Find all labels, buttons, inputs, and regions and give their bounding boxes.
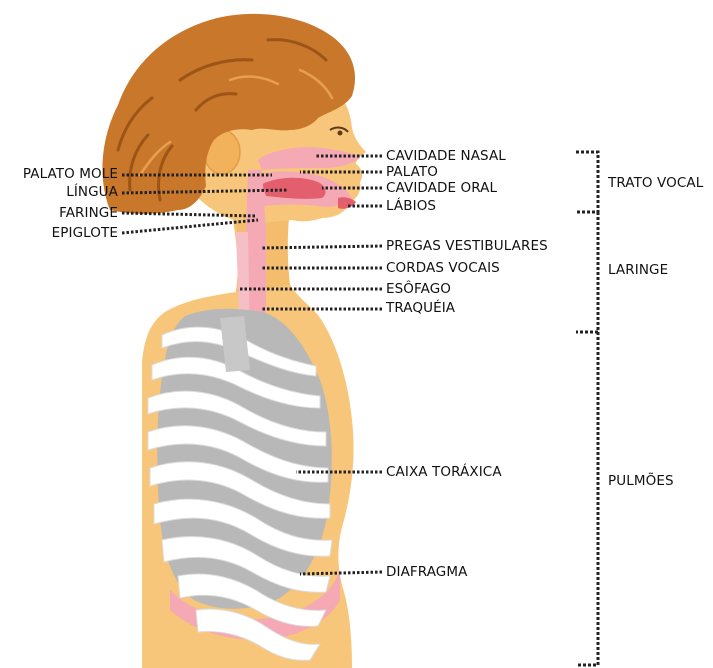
label-cordas-vocais: CORDAS VOCAIS [386,260,500,276]
bracket-pulmoes [576,332,598,665]
region-pulmoes: PULMÕES [608,473,674,489]
rib-cage [148,309,340,661]
label-pregas-vestibulares: PREGAS VESTIBULARES [386,238,548,254]
label-palato-mole: PALATO MOLE [6,166,118,182]
region-laringe: LARINGE [608,262,668,278]
label-esofago: ESÔFAGO [386,281,451,297]
label-lingua: LÍNGUA [6,184,118,200]
label-caixa-toraxica: CAIXA TORÁXICA [386,464,502,480]
label-labios: LÁBIOS [386,198,436,214]
label-epiglote: EPIGLOTE [6,225,118,241]
region-trato-vocal: TRATO VOCAL [608,175,703,191]
region-brackets [576,152,598,665]
bracket-laringe [576,212,598,332]
bracket-trato-vocal [576,152,598,212]
label-palato: PALATO [386,164,438,180]
label-diafragma: DIAFRAGMA [386,564,467,580]
label-traqueia: TRAQUÉIA [386,300,455,316]
label-cavidade-oral: CAVIDADE ORAL [386,180,497,196]
label-faringe: FARINGE [6,205,118,221]
label-cavidade-nasal: CAVIDADE NASAL [386,148,506,164]
